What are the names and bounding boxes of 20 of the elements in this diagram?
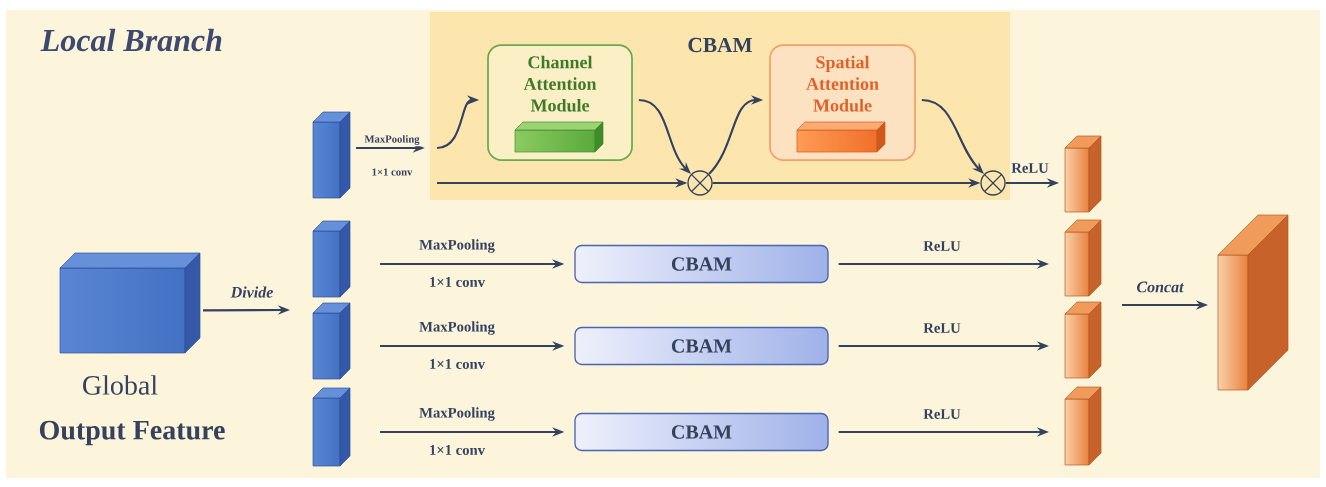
feature-block — [312, 220, 351, 298]
caption-text: Global — [83, 375, 158, 395]
feature-block — [1064, 219, 1102, 297]
multiply-symbol — [980, 170, 1006, 196]
feature-block — [1217, 214, 1289, 391]
module-box: CBAM — [574, 412, 829, 452]
edge-label: Divide — [229, 285, 275, 299]
caption-text: Output Feature — [39, 420, 225, 446]
operation-label: 1×1 conv — [370, 167, 414, 177]
feature-block — [312, 302, 351, 380]
module-box: CBAM — [574, 244, 829, 284]
feature-block — [1064, 135, 1102, 213]
feature-block — [312, 111, 351, 199]
multiply-symbol — [687, 170, 713, 196]
title: Local Branch — [40, 28, 222, 52]
feature-block — [1064, 386, 1102, 466]
feature-block — [1064, 301, 1102, 379]
edge-label: Concat — [1135, 280, 1185, 294]
module-box: CBAM — [574, 326, 829, 366]
feature-block — [312, 387, 351, 467]
